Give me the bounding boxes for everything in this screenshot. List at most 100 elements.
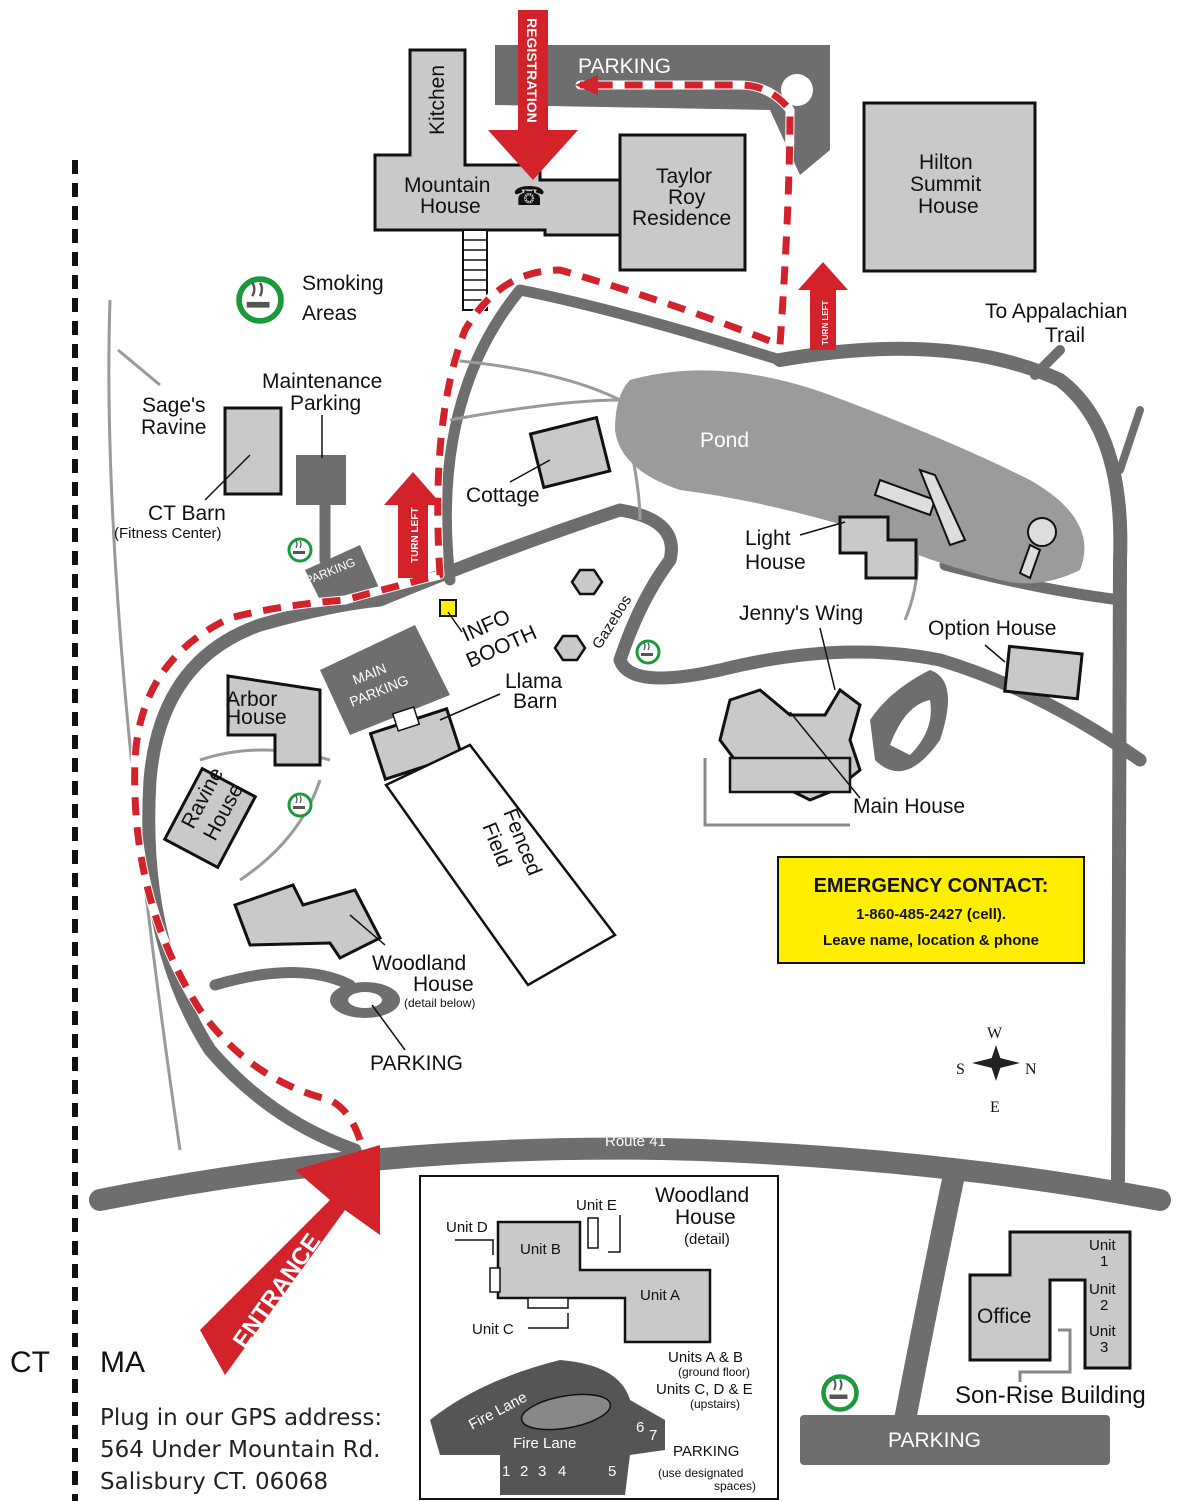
turn-left-label-2: TURN LEFT bbox=[821, 300, 830, 345]
appalachian-label-1: To Appalachian bbox=[985, 300, 1127, 323]
parking-spaces: 1 2 3 4 5 6 7 bbox=[502, 1419, 657, 1480]
top-parking-lot[interactable]: PARKING bbox=[495, 45, 830, 175]
east-loop-road[interactable] bbox=[773, 341, 1128, 1187]
ct-barn-label-2: (Fitness Center) bbox=[114, 525, 222, 542]
sages-ravine-label-1: Sage's bbox=[142, 394, 206, 417]
detail-parking-label: PARKING bbox=[673, 1443, 739, 1460]
registration-label: REGISTRATION bbox=[524, 18, 540, 123]
pond-label: Pond bbox=[700, 429, 749, 452]
compass-rose-icon: W S N E bbox=[956, 1025, 1037, 1116]
phone-icon: ☎ bbox=[513, 182, 545, 212]
route-41-road[interactable] bbox=[89, 1137, 1171, 1211]
detail-floors-1b: (ground floor) bbox=[678, 1365, 750, 1379]
llama-barn-label-1: Llama bbox=[505, 670, 563, 693]
option-house-building[interactable] bbox=[1003, 644, 1084, 701]
mountain-house-building[interactable] bbox=[373, 48, 747, 272]
appalachian-road bbox=[1030, 345, 1065, 380]
top-parking-label: PARKING bbox=[578, 55, 671, 78]
llama-barn-label-2: Barn bbox=[513, 690, 557, 713]
office-label: Office bbox=[977, 1305, 1031, 1328]
detail-floors-2a: Units C, D & E bbox=[656, 1381, 753, 1398]
hilton-label-3: House bbox=[918, 195, 979, 218]
pond-area: Pond bbox=[615, 370, 1085, 584]
unit-2-label-b: 2 bbox=[1100, 1297, 1108, 1314]
main-parking-lot[interactable] bbox=[320, 625, 450, 735]
unit-3-label-a: Unit bbox=[1089, 1323, 1117, 1340]
parking-space: 4 bbox=[558, 1463, 566, 1480]
detail-unit-b: Unit B bbox=[520, 1241, 561, 1258]
smoking-icon bbox=[635, 639, 661, 665]
main-house-label: Main House bbox=[853, 795, 965, 818]
cottage-building[interactable] bbox=[528, 415, 612, 490]
jennys-wing-label: Jenny's Wing bbox=[739, 602, 863, 625]
smoking-icon bbox=[287, 792, 313, 818]
smoking-areas: Smoking Areas bbox=[239, 272, 856, 1410]
hilton-summit-house-building[interactable] bbox=[862, 101, 1037, 273]
footpath-cottage bbox=[449, 358, 621, 402]
taylor-roy-label-2: Roy bbox=[668, 186, 706, 209]
ct-barn-label-1: CT Barn bbox=[148, 502, 226, 525]
compass-s: S bbox=[956, 1061, 965, 1078]
light-house-label-1: Light bbox=[745, 527, 791, 550]
pond-bridge-1 bbox=[873, 478, 937, 517]
emergency-note: Leave name, location & phone bbox=[823, 932, 1039, 949]
hilton-label-1: Hilton bbox=[919, 151, 973, 174]
gps-line-3: Salisbury CT. 06068 bbox=[100, 1469, 328, 1495]
unit-2-label-a: Unit bbox=[1089, 1281, 1117, 1298]
ct-label: CT bbox=[10, 1346, 50, 1379]
woodland-label-1: Woodland bbox=[372, 952, 466, 975]
east-spur-road bbox=[1116, 406, 1144, 474]
maintenance-parking-lot[interactable] bbox=[296, 455, 346, 505]
guide-route bbox=[130, 75, 795, 1145]
parking-turnaround bbox=[781, 74, 813, 106]
option-house-label: Option House bbox=[928, 617, 1056, 640]
ravine-house-building[interactable] bbox=[162, 766, 258, 870]
info-booth-marker[interactable] bbox=[439, 599, 457, 617]
woodland-parking-road bbox=[209, 967, 356, 991]
ct-barn-building[interactable] bbox=[223, 406, 283, 496]
entrance-drive[interactable] bbox=[142, 593, 387, 1157]
gazebo-1[interactable] bbox=[570, 568, 604, 596]
detail-unit-e: Unit E bbox=[576, 1197, 617, 1214]
detail-title-3: (detail) bbox=[684, 1231, 730, 1248]
footpath-pond bbox=[449, 398, 621, 422]
pond-bridge-2 bbox=[918, 468, 967, 547]
state-border-line: CT MA bbox=[10, 160, 145, 1501]
arbor-house-label-2: House bbox=[226, 706, 287, 729]
emergency-phone[interactable]: 1-860-485-2427 (cell). bbox=[856, 906, 1006, 923]
detail-unit-c: Unit C bbox=[472, 1321, 514, 1338]
main-cross-road[interactable] bbox=[373, 503, 1147, 767]
fenced-field[interactable] bbox=[384, 743, 617, 987]
son-rise-parking-label: PARKING bbox=[888, 1429, 981, 1452]
parking-space: 1 bbox=[502, 1463, 510, 1480]
gazebo-2[interactable] bbox=[553, 634, 587, 662]
son-rise-building[interactable] bbox=[968, 1230, 1132, 1370]
ma-label: MA bbox=[100, 1346, 145, 1379]
cottage-label: Cottage bbox=[466, 484, 540, 507]
maintenance-label-1: Maintenance bbox=[262, 370, 382, 393]
hilton-label-2: Summit bbox=[910, 173, 981, 196]
light-house-building[interactable] bbox=[838, 515, 918, 580]
north-drive[interactable] bbox=[440, 284, 786, 586]
registration-arrow: REGISTRATION bbox=[488, 10, 578, 180]
turn-left-arrow-2: TURN LEFT bbox=[798, 262, 848, 350]
woodland-house-building[interactable] bbox=[233, 883, 383, 960]
son-rise-parking-lot[interactable] bbox=[800, 1415, 1110, 1465]
taylor-roy-label-3: Residence bbox=[632, 207, 731, 230]
footpath-mid bbox=[239, 779, 322, 882]
pond-dock bbox=[1018, 543, 1042, 580]
parking-space: 5 bbox=[608, 1463, 616, 1480]
unit-1-label-b: 1 bbox=[1100, 1253, 1108, 1270]
arbor-house-building[interactable] bbox=[226, 674, 322, 767]
arbor-house-label-1: Arbor bbox=[226, 688, 277, 711]
light-house-label-2: House bbox=[745, 551, 806, 574]
kitchen-label: Kitchen bbox=[426, 65, 449, 135]
turn-left-arrow-1: TURN LEFT bbox=[384, 472, 442, 578]
woodland-detail-inset: Woodland House (detail) Unit B Unit A Un… bbox=[419, 1175, 779, 1500]
son-rise-access-road[interactable] bbox=[894, 1159, 966, 1431]
woodland-parking-label: PARKING bbox=[370, 1052, 463, 1075]
detail-title-2: House bbox=[675, 1206, 736, 1229]
route-arrow-head bbox=[575, 75, 598, 95]
unit-1-label-a: Unit bbox=[1089, 1237, 1117, 1254]
turn-left-label-1: TURN LEFT bbox=[410, 507, 421, 563]
